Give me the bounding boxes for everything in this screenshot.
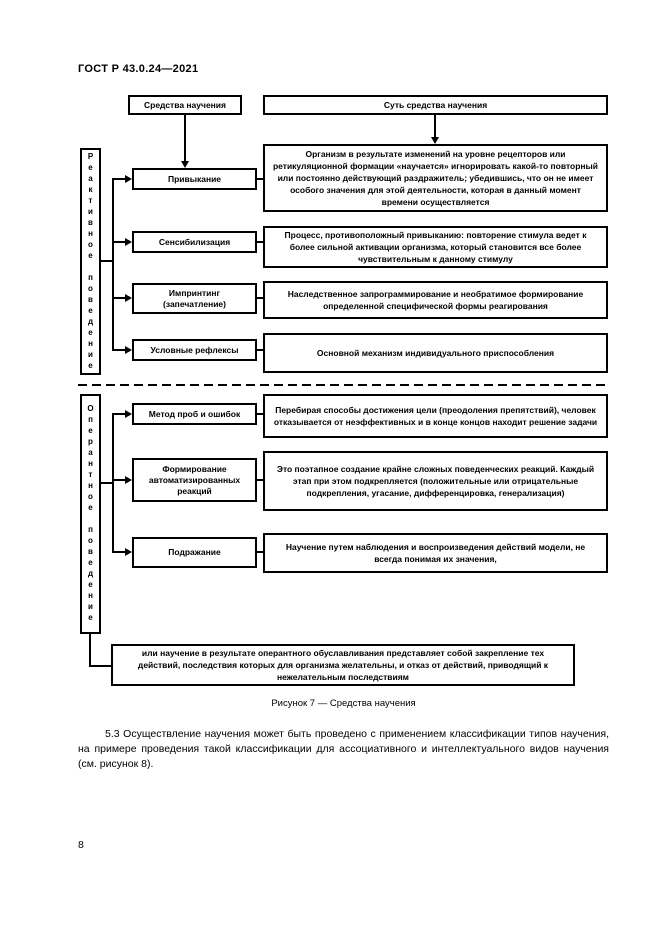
page-number: 8 (78, 839, 84, 851)
term-box-sensitization: Сенсибилизация (132, 231, 257, 253)
term-box-conditioned-reflexes: Условные рефлексы (132, 339, 257, 361)
connector-line (101, 260, 113, 262)
connector-line (113, 349, 125, 351)
column-header-essence: Суть средства научения (263, 95, 608, 115)
essence-box-trial-and-error: Перебирая способы достижения цели (преод… (263, 394, 608, 438)
term-box-trial-and-error: Метод проб и ошибок (132, 403, 257, 425)
paragraph-5-3: 5.3 Осуществление научения может быть пр… (78, 728, 609, 770)
connector-line (257, 241, 263, 243)
standard-number-header: ГОСТ Р 43.0.24—2021 (78, 63, 199, 75)
arrow-right-icon (125, 294, 132, 302)
connector-line (257, 178, 263, 180)
side-label-text: Оперантное поведение (86, 404, 95, 624)
connector-line (112, 413, 114, 553)
connector-line (113, 297, 125, 299)
side-label-reactive-behavior: Реактивное поведение (80, 148, 101, 375)
arrow-right-icon (125, 238, 132, 246)
arrow-down-icon (181, 161, 189, 168)
connector-line (257, 297, 263, 299)
connector-line (113, 241, 125, 243)
arrow-right-icon (125, 175, 132, 183)
essence-box-sensitization: Процесс, противоположный привыканию: пов… (263, 226, 608, 268)
connector-line (257, 479, 263, 481)
connector-line (257, 551, 263, 553)
connector-line (113, 413, 125, 415)
essence-box-habituation: Организм в результате изменений на уровн… (263, 144, 608, 212)
connector-line (434, 115, 436, 138)
connector-line (89, 665, 111, 667)
footer-note-box: или научение в результате оперантного об… (111, 644, 575, 686)
connector-line (113, 479, 125, 481)
connector-line (89, 634, 91, 667)
side-label-operant-behavior: Оперантное поведение (80, 394, 101, 634)
section-divider (78, 384, 609, 386)
connector-line (113, 551, 125, 553)
essence-box-automated-reactions: Это поэтапное создание крайне сложных по… (263, 451, 608, 511)
arrow-right-icon (125, 410, 132, 418)
arrow-down-icon (431, 137, 439, 144)
term-box-habituation: Привыкание (132, 168, 257, 190)
connector-line (257, 413, 263, 415)
arrow-right-icon (125, 548, 132, 556)
essence-box-conditioned-reflexes: Основной механизм индивидуального приспо… (263, 333, 608, 373)
connector-line (112, 178, 114, 351)
column-header-means: Средства научения (128, 95, 242, 115)
connector-line (184, 115, 186, 162)
connector-line (113, 178, 125, 180)
figure-caption: Рисунок 7 — Средства научения (271, 698, 416, 709)
essence-box-imprinting: Наследственное запрограммирование и необ… (263, 281, 608, 319)
arrow-right-icon (125, 346, 132, 354)
term-box-automated-reactions: Формирование автоматизированных реакций (132, 458, 257, 502)
arrow-right-icon (125, 476, 132, 484)
connector-line (101, 482, 113, 484)
term-box-imprinting: Импринтинг (запечатление) (132, 283, 257, 314)
connector-line (257, 349, 263, 351)
side-label-text: Реактивное поведение (86, 151, 95, 372)
term-box-imitation: Подражание (132, 537, 257, 568)
essence-box-imitation: Научение путем наблюдения и воспроизведе… (263, 533, 608, 573)
